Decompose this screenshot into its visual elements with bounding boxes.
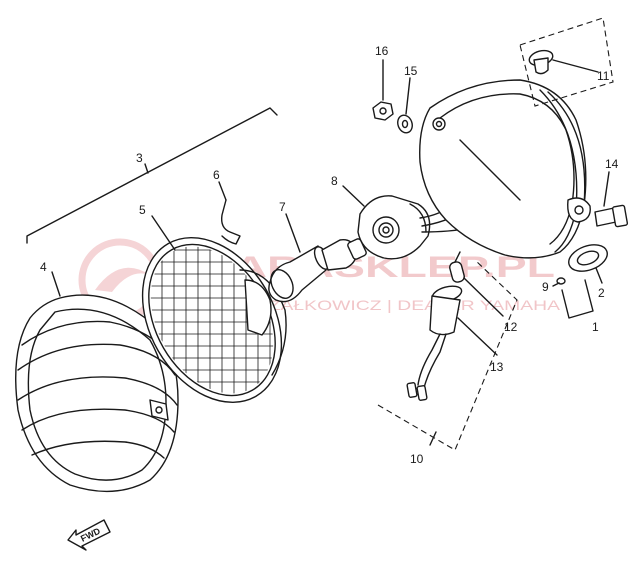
part-15-washer (397, 77, 413, 134)
leader-8 (342, 185, 365, 207)
part-1-headlight-body (419, 79, 591, 259)
group-3-bracket (26, 107, 278, 244)
callout-8: 8 (331, 174, 338, 188)
callout-13: 13 (490, 360, 504, 374)
callout-7: 7 (279, 200, 286, 214)
callout-15: 15 (404, 64, 418, 78)
callout-9: 9 (542, 280, 549, 294)
callout-12: 12 (504, 320, 518, 334)
callout-6: 6 (213, 168, 220, 182)
leader-5 (151, 215, 176, 251)
callout-labels: 1 2 3 4 5 6 7 8 9 10 11 12 13 14 15 16 (40, 44, 619, 466)
leader-4 (51, 271, 61, 297)
part-1-bracket (561, 279, 594, 319)
bulb (321, 238, 367, 271)
callout-5: 5 (139, 203, 146, 217)
part-14-bolt (594, 171, 629, 228)
fwd-arrow-icon: FWD (67, 519, 111, 551)
leader-7 (285, 213, 301, 253)
group-3-bracket-tick (144, 163, 149, 174)
callout-3: 3 (136, 151, 143, 165)
part-10-leader (429, 431, 437, 446)
part-2-grommet (568, 244, 608, 284)
part-10-dashed-group (377, 259, 518, 451)
part-11-grommet (519, 17, 614, 107)
callout-4: 4 (40, 260, 47, 274)
watermark-logo-swoosh (95, 267, 150, 292)
callout-16: 16 (375, 44, 389, 58)
leader-6 (218, 181, 227, 201)
part-4-headlight-guard (15, 294, 179, 493)
callout-14: 14 (605, 157, 619, 171)
part-12-pilot-bulb (449, 251, 504, 317)
part-16-nut (372, 59, 394, 121)
watermark-subline: STRZAŁKOWICZ | DEALER YAMAHA (230, 297, 561, 313)
part-13-pilot-socket (406, 285, 498, 401)
part-9-screw (552, 277, 566, 287)
part-6-clip (220, 199, 241, 245)
callout-1: 1 (592, 320, 599, 334)
callout-11: 11 (597, 69, 610, 83)
callout-2: 2 (598, 286, 605, 300)
callout-10: 10 (410, 452, 424, 466)
